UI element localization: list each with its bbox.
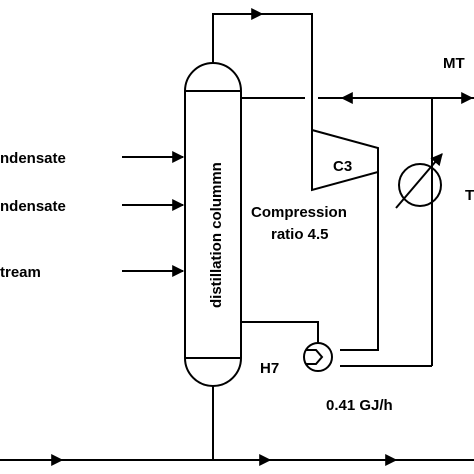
heat-exchanger-h7: [303, 342, 333, 372]
feed-label-2: ndensate: [0, 198, 66, 215]
trim-cooler-adjust-arrow: [395, 153, 443, 209]
heat-exchanger-label: H7: [260, 360, 279, 377]
column-label: distillation colummn: [208, 162, 225, 308]
overhead-vapor-line: [212, 13, 313, 130]
h7-column-return: [241, 321, 319, 343]
trim-cooler: [398, 163, 442, 207]
feed-label-1: ndensate: [0, 150, 66, 167]
product-label: MT: [443, 55, 465, 72]
cooler-label-fragment: T: [465, 187, 474, 204]
compressor-discharge-line: [340, 172, 379, 351]
feed-label-3: tream: [0, 264, 41, 281]
compression-label-line2: ratio 4.5: [271, 226, 329, 243]
duty-label: 0.41 GJ/h: [326, 397, 393, 414]
h7-coil: [306, 349, 324, 365]
compression-label-line1: Compression: [251, 204, 347, 221]
compressor-label: C3: [333, 158, 352, 175]
